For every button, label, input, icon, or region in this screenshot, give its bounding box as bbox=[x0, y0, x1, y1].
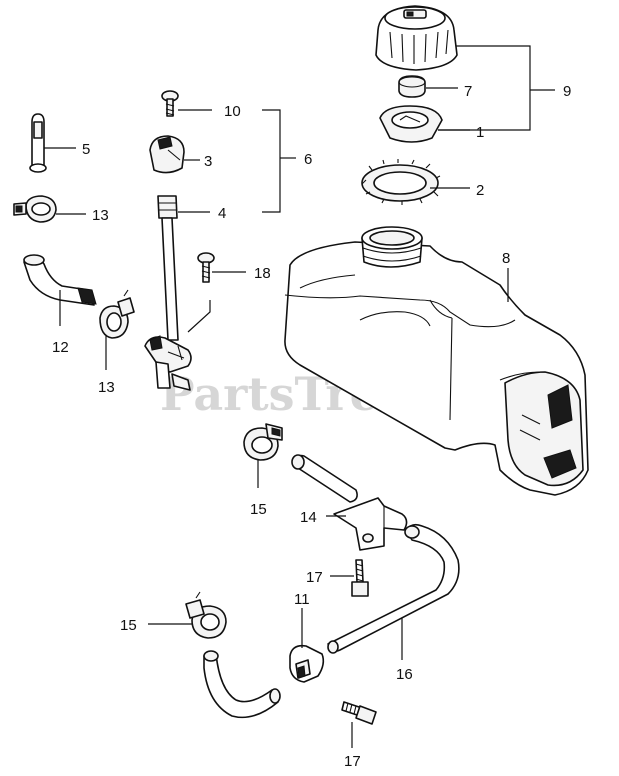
fuel-hose-part-16[interactable] bbox=[327, 523, 460, 654]
clip-part-11[interactable] bbox=[289, 644, 325, 683]
screw-part-18[interactable] bbox=[197, 252, 215, 283]
leader-lines bbox=[44, 45, 555, 748]
fuel-cap-part-9[interactable] bbox=[375, 5, 458, 71]
bolt-part-17-upper[interactable] bbox=[351, 559, 369, 597]
pin-part-5[interactable] bbox=[29, 113, 47, 173]
plug-part-7[interactable] bbox=[398, 75, 426, 98]
fuel-valve-assembly[interactable] bbox=[144, 300, 211, 391]
callout-15-upper: 15 bbox=[250, 501, 267, 518]
retaining-ring-part-2[interactable] bbox=[361, 159, 441, 205]
cap-seal-part-1[interactable] bbox=[379, 105, 443, 143]
callout-15-lower: 15 bbox=[120, 617, 137, 634]
callout-12: 12 bbox=[52, 339, 69, 356]
callout-9: 9 bbox=[563, 83, 571, 100]
clamp-part-15-lower[interactable] bbox=[185, 591, 227, 639]
callout-2: 2 bbox=[476, 182, 484, 199]
callout-numbers: 9 7 1 2 8 10 6 3 4 5 13 18 12 13 15 14 1… bbox=[52, 83, 571, 770]
callout-8: 8 bbox=[502, 250, 510, 267]
bracket-part-14[interactable] bbox=[333, 497, 408, 551]
callout-13-lower: 13 bbox=[98, 379, 115, 396]
callout-18: 18 bbox=[254, 265, 271, 282]
callout-1: 1 bbox=[476, 124, 484, 141]
screw-part-10[interactable] bbox=[161, 90, 179, 117]
pickup-tube-part-4[interactable] bbox=[157, 195, 179, 341]
callout-17-upper: 17 bbox=[306, 569, 323, 586]
callout-7: 7 bbox=[464, 83, 472, 100]
fuel-tank-part-8[interactable] bbox=[284, 226, 589, 496]
callout-16: 16 bbox=[396, 666, 413, 683]
callout-4: 4 bbox=[218, 205, 226, 222]
callout-17-lower: 17 bbox=[344, 753, 361, 770]
callout-3: 3 bbox=[204, 153, 212, 170]
fuel-line-part-12[interactable] bbox=[23, 254, 97, 306]
callout-10: 10 bbox=[224, 103, 241, 120]
knob-part-3[interactable] bbox=[149, 135, 185, 174]
callout-5: 5 bbox=[82, 141, 90, 158]
elbow-hose-lower[interactable] bbox=[203, 650, 281, 719]
hose-segment-upper[interactable] bbox=[291, 454, 358, 503]
callout-13-upper: 13 bbox=[92, 207, 109, 224]
clamp-part-15-upper[interactable] bbox=[243, 423, 283, 461]
bolt-part-17-lower[interactable] bbox=[341, 701, 377, 725]
callout-11: 11 bbox=[294, 591, 310, 608]
callout-6: 6 bbox=[304, 151, 312, 168]
callout-14: 14 bbox=[300, 509, 317, 526]
clamp-part-13-lower[interactable] bbox=[99, 289, 135, 339]
clamp-part-13-upper[interactable] bbox=[13, 195, 57, 223]
